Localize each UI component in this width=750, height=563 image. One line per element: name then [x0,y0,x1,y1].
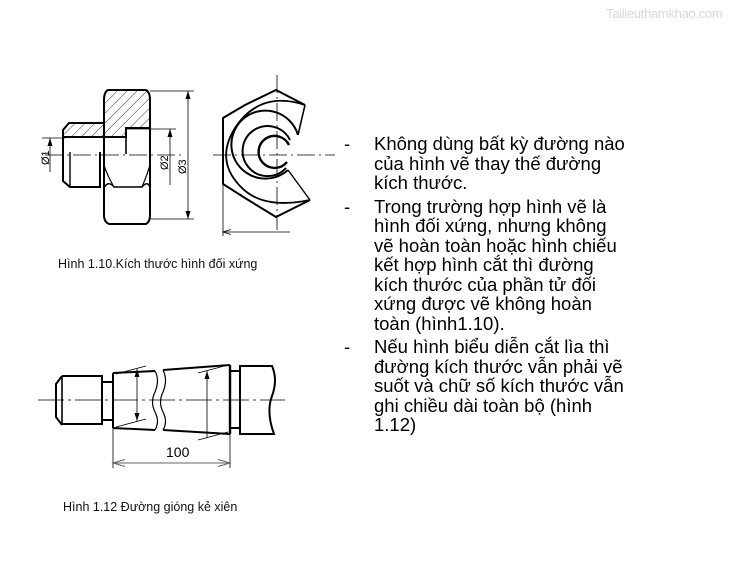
section-view [62,89,151,225]
dimension-value-100: 100 [166,444,190,460]
bullet-item: - Trong trường hợp hình vẽ là hình đối x… [344,195,674,334]
bullet-line: xứng được vẽ không hoàn [374,293,592,314]
end-view [222,88,311,219]
dim-label-d2: Ø2 [159,155,171,170]
figure-1-12-caption: Hình 1.12 Đường gióng kẻ xiên [63,500,238,514]
bullet-line: Trong trường hợp hình vẽ là [374,195,607,217]
figure-1-12-drawing: 100 [38,364,285,468]
bullet-line: của hình vẽ thay thế đường [374,152,602,174]
dim-label-d3: Ø3 [177,159,189,174]
bullet-line: Không dùng bất kỳ đường nào [374,133,625,154]
bullet-line: ghi chiều dài toàn bộ (hình [374,394,593,416]
bullet-line: đường kích thước vẫn phải vẽ [374,355,623,377]
figure-1-10-caption: Hình 1.10.Kích thước hình đối xứng [58,257,258,271]
bullet-line: toàn (hình1.10). [374,312,505,334]
bullet-item: - Nếu hình biểu diễn cắt lìa thì đường k… [344,337,674,435]
bullet-dash: - [344,336,351,357]
bullet-line: suốt và chữ số kích thước vẫn [374,375,624,396]
bullet-line: kết hợp hình cắt thì đường [374,254,594,275]
bullet-line: hình đối xứng, nhưng không [374,215,607,236]
figure-1-10-drawing: Ø1 Ø2 Ø3 [40,75,335,236]
watermark: Tailieuthamkhao.com [606,6,723,21]
bullet-dash: - [344,133,351,154]
bullet-dash: - [344,195,351,217]
rules-text: - Không dùng bất kỳ đường nào của hình v… [344,134,674,439]
bullet-line: 1.12) [374,414,417,435]
bullet-line: Nếu hình biểu diễn cắt lìa thì [374,336,610,357]
bullet-line: vẽ hoàn toàn hoặc hình chiếu [374,234,617,256]
dim-label-d1: Ø1 [40,150,52,165]
bullet-line: kích thước của phần tử đối [374,273,597,295]
bullet-line: kích thước. [374,172,468,193]
bullet-item: - Không dùng bất kỳ đường nào của hình v… [344,134,674,193]
